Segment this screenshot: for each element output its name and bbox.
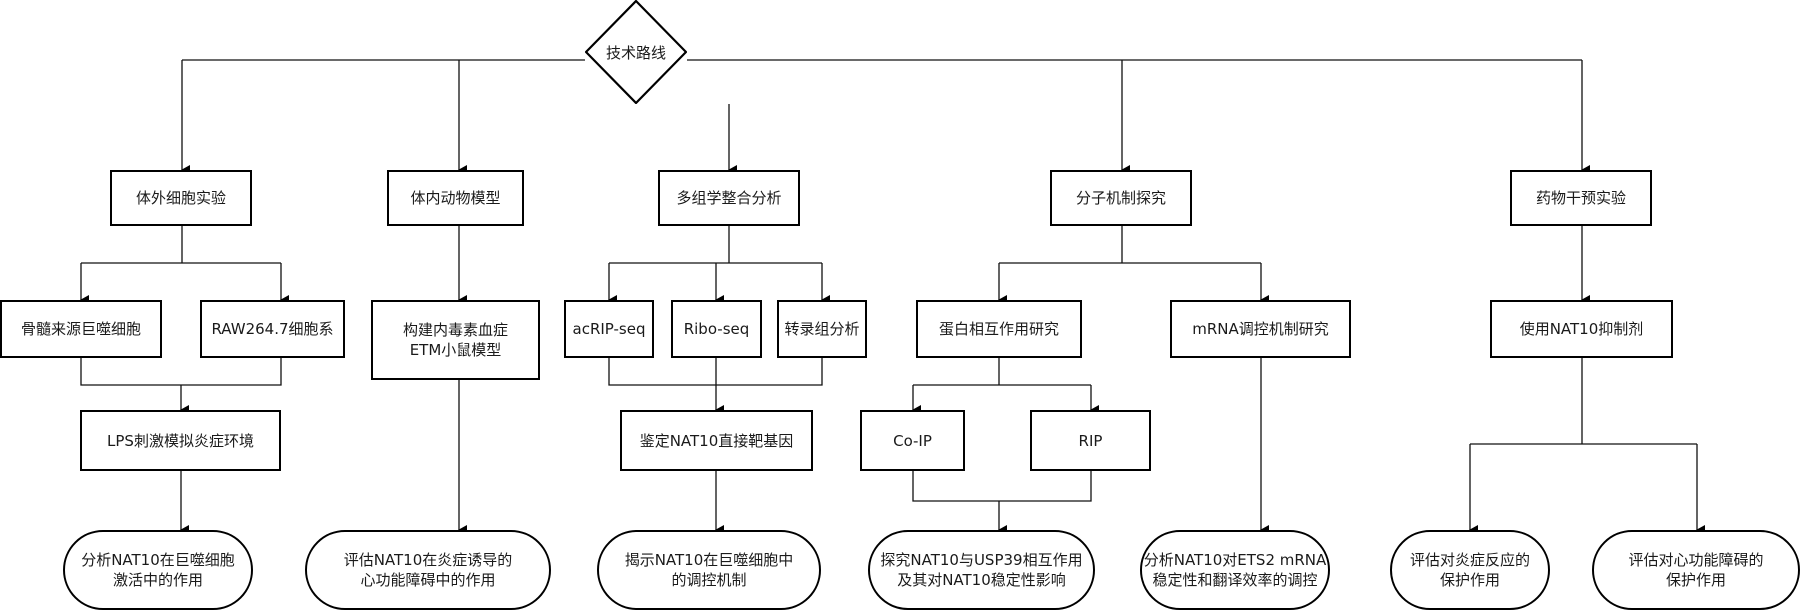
outcome-drug-inflammation: 评估对炎症反应的 保护作用 (1390, 530, 1550, 610)
edge-mech-split (999, 226, 1261, 264)
node-in-vitro: 体外细胞实验 (110, 170, 252, 226)
node-transcriptome: 转录组分析 (777, 300, 867, 358)
node-bmdm: 骨髓来源巨噬细胞 (0, 300, 162, 358)
root-label: 技术路线 (605, 43, 666, 62)
node-mechanism: 分子机制探究 (1050, 170, 1192, 226)
edge-coip-rip-merge (912, 471, 1092, 530)
edge-invitro-split (81, 226, 281, 264)
node-raw264: RAW264.7细胞系 (200, 300, 345, 358)
edge-inhibitor-split (1470, 357, 1697, 445)
edge-cells-merge (80, 357, 282, 410)
node-lps-stimulation: LPS刺激模拟炎症环境 (80, 410, 281, 471)
node-nat10-inhibitor: 使用NAT10抑制剂 (1490, 300, 1673, 358)
node-drug: 药物干预实验 (1510, 170, 1652, 226)
node-in-vivo: 体内动物模型 (387, 170, 524, 226)
outcome-mrna: 分析NAT10对ETS2 mRNA 稳定性和翻译效率的调控 (1140, 530, 1330, 610)
root-decision-node: 技术路线 (585, 0, 687, 104)
node-mrna-regulation: mRNA调控机制研究 (1170, 300, 1351, 358)
node-coip: Co-IP (860, 410, 965, 471)
node-target-genes: 鉴定NAT10直接靶基因 (620, 410, 813, 471)
edge-omics-split (609, 226, 822, 264)
outcome-drug-cardiac: 评估对心功能障碍的 保护作用 (1592, 530, 1800, 610)
edge-omics-merge (608, 357, 823, 410)
node-omics: 多组学整合分析 (658, 170, 800, 226)
outcome-omics: 揭示NAT10在巨噬细胞中 的调控机制 (597, 530, 821, 610)
node-ribo-seq: Ribo-seq (671, 300, 762, 358)
node-acrip-seq: acRIP-seq (564, 300, 654, 358)
node-protein-interaction: 蛋白相互作用研究 (916, 300, 1082, 358)
outcome-in-vitro: 分析NAT10在巨噬细胞 激活中的作用 (63, 530, 253, 610)
node-rip: RIP (1030, 410, 1151, 471)
node-etm-model: 构建内毒素血症 ETM小鼠模型 (371, 300, 540, 380)
outcome-protein: 探究NAT10与USP39相互作用 及其对NAT10稳定性影响 (868, 530, 1095, 610)
outcome-in-vivo: 评估NAT10在炎症诱导的 心功能障碍中的作用 (305, 530, 551, 610)
edge-protein-split (913, 357, 1091, 386)
